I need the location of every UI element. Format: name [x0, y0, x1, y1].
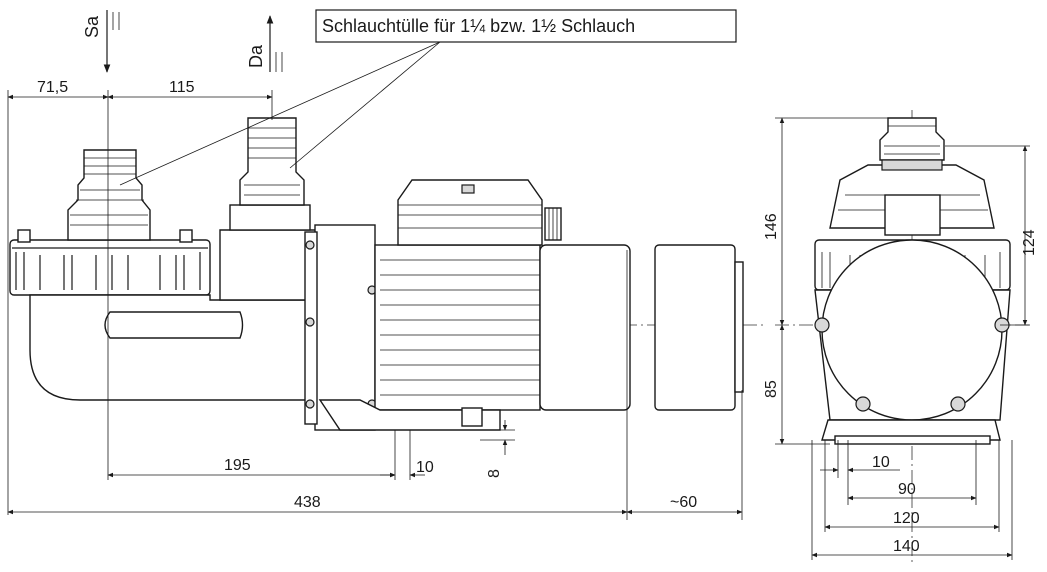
- side-view: [9, 117, 765, 431]
- dim-85: 85: [763, 380, 780, 398]
- dim-120: 120: [893, 510, 920, 527]
- dim-146: 146: [763, 213, 780, 240]
- fan-cover-extension: [654, 244, 744, 411]
- motor-body: [374, 179, 631, 411]
- dim-90: 90: [898, 481, 916, 498]
- discharge-label: Da: [246, 44, 266, 68]
- dim-124: 124: [1021, 229, 1038, 256]
- strainer-pot: [9, 149, 211, 296]
- end-view: [775, 110, 1030, 565]
- dim-195: 195: [224, 457, 251, 474]
- base-foot: [318, 399, 501, 431]
- side-dimensions: 71,5 115 195 10 8 438 ~60: [7, 79, 743, 520]
- suction-label: Sa: [82, 15, 102, 38]
- end-dim-10: 10: [872, 454, 890, 471]
- discharge-pipe: [29, 117, 321, 401]
- end-dimensions: 146 85 124 10 90 120 140: [763, 117, 1038, 560]
- dim-140: 140: [893, 538, 920, 555]
- flow-indicators: Sa Da: [82, 10, 283, 73]
- dim-115: 115: [169, 79, 195, 96]
- dim-8: 8: [486, 469, 503, 478]
- callout-text: Schlauchtülle für 1¼ bzw. 1½ Schlauch: [322, 16, 635, 36]
- hose-tail-callout: Schlauchtülle für 1¼ bzw. 1½ Schlauch: [119, 9, 737, 186]
- dim-438: 438: [294, 494, 321, 511]
- dim-60: ~60: [670, 494, 697, 511]
- dim-10: 10: [416, 459, 434, 476]
- dim-71-5: 71,5: [37, 79, 68, 96]
- motor-flange: [304, 224, 377, 431]
